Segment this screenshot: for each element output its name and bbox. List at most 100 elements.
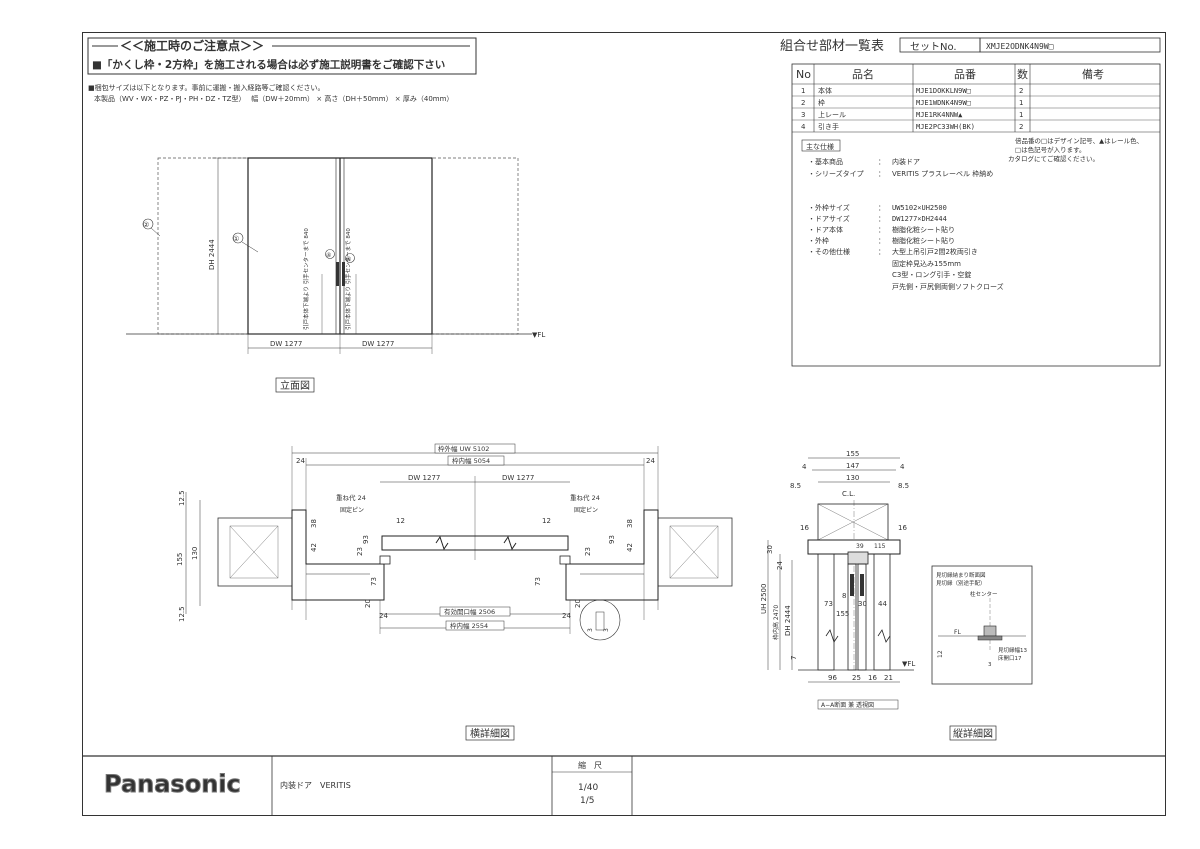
- drawing-sheet: [82, 32, 1166, 816]
- svg-text:24: 24: [646, 457, 655, 465]
- svg-text:130: 130: [191, 547, 199, 560]
- svg-text:24: 24: [562, 612, 571, 620]
- col-note: 備考: [1082, 68, 1104, 81]
- callout-4-left: ④: [326, 252, 331, 259]
- svg-text:16: 16: [868, 674, 877, 682]
- svg-text:4: 4: [802, 463, 807, 471]
- svg-text:12: 12: [542, 517, 551, 525]
- svg-text:樹脂化粧シート貼り: 樹脂化粧シート貼り: [892, 236, 955, 245]
- col-no: No: [796, 68, 811, 81]
- table-row: 1 本体 MJE1DOKKLN9W□ 2: [801, 86, 1023, 95]
- lap-label-left: 重ね代 24: [336, 493, 366, 502]
- svg-text:3: 3: [988, 662, 992, 668]
- svg-text:3: 3: [587, 628, 594, 632]
- svg-text:UW5102×UH2500: UW5102×UH2500: [892, 204, 947, 212]
- col-name: 品名: [852, 67, 874, 81]
- notes-line1: ■梱包サイズは以下となります。事前に運搬・搬入経路等ご確認ください。: [88, 83, 325, 92]
- svg-text:MJE1DOKKLN9W□: MJE1DOKKLN9W□: [916, 87, 971, 95]
- svg-text:MJE1WDNK4N9W□: MJE1WDNK4N9W□: [916, 99, 971, 107]
- svg-text:155: 155: [176, 553, 184, 566]
- svg-text:8.5: 8.5: [898, 482, 909, 490]
- lap-label-right: 重ね代 24: [570, 493, 600, 502]
- detail-fl: FL: [954, 629, 961, 636]
- svg-text:30: 30: [858, 600, 867, 608]
- svg-text:8.5: 8.5: [790, 482, 801, 490]
- svg-text:30: 30: [766, 545, 774, 554]
- table-row: 4 引き手 MJE2PC33WH(BK) 2: [801, 122, 1023, 131]
- svg-text:38: 38: [626, 519, 634, 528]
- table-row: 2 枠 MJE1WDNK4N9W□ 1: [801, 98, 1023, 107]
- dim-dw-left: DW 1277: [270, 340, 302, 348]
- svg-text:42: 42: [310, 543, 318, 552]
- detail-center-label: 柱センター: [970, 590, 998, 598]
- scale-2: 1/5: [580, 796, 594, 806]
- dim-dh: DH 2444: [208, 239, 216, 270]
- svg-text:12.5: 12.5: [178, 606, 186, 622]
- svg-text:130: 130: [846, 474, 859, 482]
- svg-text:・基本商品: ・基本商品: [808, 157, 843, 166]
- svg-text:：: ：: [878, 237, 885, 245]
- svg-text:12: 12: [937, 650, 944, 658]
- svg-text:戸先側・戸尻側両側ソフトクローズ: 戸先側・戸尻側両側ソフトクローズ: [892, 282, 1004, 291]
- svg-text:：: ：: [878, 226, 885, 234]
- detail-title: 見切縁納まり断面図: [936, 571, 986, 579]
- svg-text:20: 20: [574, 599, 582, 608]
- svg-text:147: 147: [846, 462, 859, 470]
- svg-text:C3型・ロング引手・空錠: C3型・ロング引手・空錠: [892, 270, 971, 279]
- vertical-detail: 155 147 4 4 130 8.5 8.5 C.L. 16 16 39 11…: [760, 450, 1033, 741]
- notes-block: ＜＜施工時のご注意点＞＞ ■「かくし枠・2方枠」を施工される場合は必ず施工説明書…: [87, 37, 477, 103]
- horizontal-detail: 枠外幅 UW 5102 枠内幅 5054 24 24 DW 1277 DW 12…: [176, 443, 733, 741]
- svg-text:16: 16: [800, 524, 809, 532]
- horizontal-caption: 横詳細図: [470, 727, 510, 740]
- svg-text:：: ：: [878, 204, 885, 212]
- col-code: 品番: [954, 68, 976, 81]
- elevation-view: ▼FL DH 2444 DW 1277 DW 1277 引戸本体下端より 引手セ…: [126, 157, 545, 393]
- svg-text:2: 2: [1019, 123, 1023, 131]
- notes-heading: ＜＜施工時のご注意点＞＞: [120, 38, 264, 53]
- section-label: A−A断面 兼 透視図: [821, 701, 874, 709]
- footnote-2: □は色記号が入ります。: [1015, 145, 1086, 154]
- svg-text:引き手: 引き手: [818, 122, 839, 131]
- svg-text:2: 2: [801, 99, 805, 107]
- pin-label-right: 固定ピン: [574, 506, 598, 514]
- notes-line2: 本製品（WV・WX・PZ・PJ・PH・DZ・TZ型） 幅（DW＋20mm） × …: [94, 94, 453, 103]
- fl-marker: ▼FL: [532, 331, 545, 339]
- dim-dw-1: DW 1277: [408, 474, 440, 482]
- svg-text:24: 24: [776, 561, 784, 570]
- svg-text:96: 96: [828, 674, 837, 682]
- notes-warning: ■「かくし枠・2方枠」を施工される場合は必ず施工説明書をご確認下さい: [92, 58, 445, 71]
- svg-text:7: 7: [790, 656, 798, 660]
- dim-opening: 有効開口幅 2506: [444, 607, 495, 616]
- svg-text:24: 24: [379, 612, 388, 620]
- svg-text:3: 3: [801, 111, 805, 119]
- vertical-caption: 縦詳細図: [953, 727, 993, 740]
- callout-4-right: ④: [346, 256, 351, 263]
- detail-trim-note: 見切縁（別途手配）: [936, 579, 986, 587]
- spec-list: ・基本商品 ： 内装ドア ・シリーズタイプ ： VERITIS プラスレーベル …: [808, 157, 1004, 291]
- svg-text:樹脂化粧シート貼り: 樹脂化粧シート貼り: [892, 225, 955, 234]
- pin-label-left: 固定ピン: [340, 506, 364, 514]
- svg-text:115: 115: [874, 543, 886, 550]
- svg-text:39: 39: [856, 543, 864, 550]
- table-row: 3 上レール MJE1RK4NNW▲ 1: [801, 110, 1023, 119]
- svg-text:12.5: 12.5: [178, 490, 186, 506]
- title-block: Panasonic 内装ドア VERITIS 縮 尺 1/40 1/5: [82, 755, 1166, 816]
- svg-text:床開口17: 床開口17: [998, 654, 1022, 662]
- svg-text:：: ：: [878, 248, 885, 256]
- col-qty: 数: [1017, 68, 1028, 81]
- dim-inner-width: 枠内幅 5054: [452, 456, 490, 465]
- svg-text:DW1277×DH2444: DW1277×DH2444: [892, 215, 947, 223]
- svg-text:：: ：: [878, 215, 885, 223]
- svg-text:21: 21: [884, 674, 893, 682]
- svg-text:内装ドア: 内装ドア: [892, 157, 920, 166]
- svg-text:1: 1: [801, 87, 805, 95]
- svg-text:42: 42: [626, 543, 634, 552]
- brand-logo: Panasonic: [104, 770, 241, 798]
- svg-text:38: 38: [310, 519, 318, 528]
- svg-text:1: 1: [1019, 99, 1023, 107]
- svg-text:上レール: 上レール: [818, 110, 846, 119]
- svg-text:見切縁幅13: 見切縁幅13: [998, 646, 1027, 654]
- handle-height-note-right: 引戸本体下端より 引手センターまで 840: [344, 228, 352, 330]
- svg-text:23: 23: [584, 547, 592, 556]
